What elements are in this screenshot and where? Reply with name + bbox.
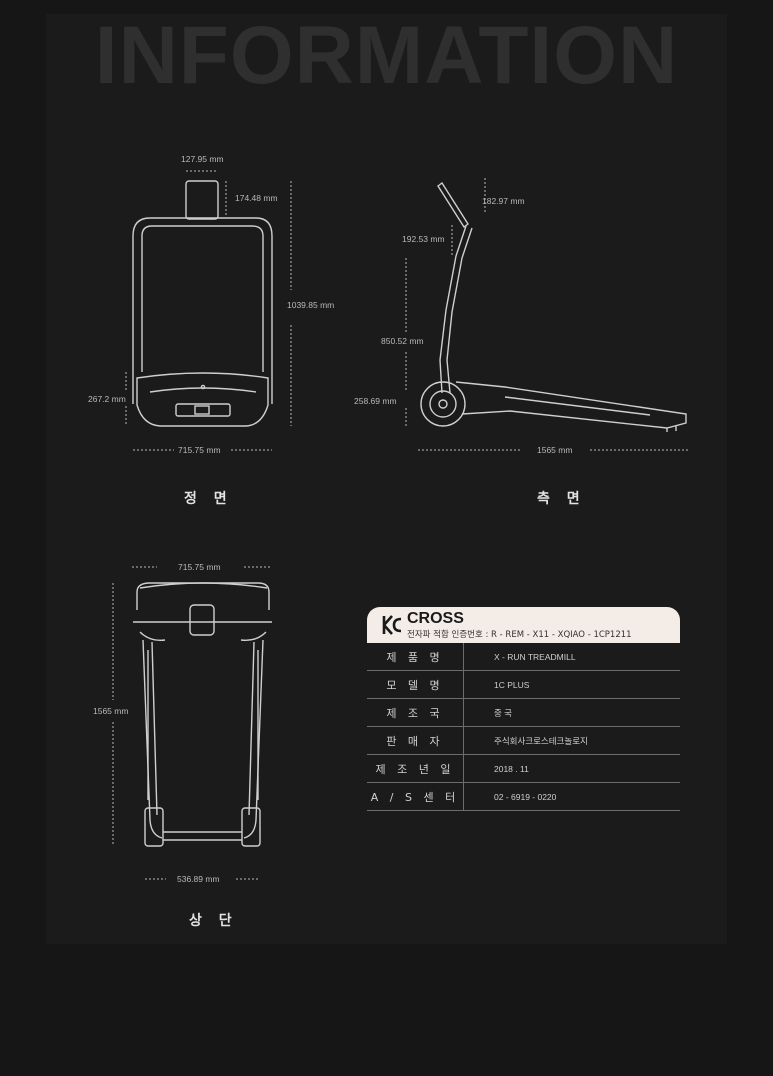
front-base-height-dim: 267.2 mm (88, 394, 126, 404)
brand-name: CROSS (407, 610, 464, 627)
side-column-height-dim: 850.52 mm (381, 336, 424, 346)
spec-header: CROSS 전자파 적합 인증번호 : R - REM - X11 - XQIA… (367, 607, 680, 643)
top-length-dim: 1565 mm (93, 706, 129, 716)
spec-key: 제 조 년 일 (367, 754, 464, 783)
top-width-top-dim: 715.75 mm (178, 562, 221, 572)
spec-card: CROSS 전자파 적합 인증번호 : R - REM - X11 - XQIA… (367, 607, 680, 811)
side-handle-top-dim: 182.97 mm (482, 196, 525, 206)
top-view-label: 상 단 (189, 913, 238, 929)
spec-key: 제 품 명 (367, 643, 464, 671)
side-length-dim: 1565 mm (537, 445, 573, 455)
cert-number: 전자파 적합 인증번호 : R - REM - X11 - XQIAO - 1C… (407, 630, 632, 640)
spec-value: 주식회사크로스테크놀로지 (463, 726, 680, 755)
spec-value: 02 - 6919 - 0220 (463, 782, 680, 811)
side-view-drawing (420, 181, 687, 432)
kc-mark-icon (382, 615, 402, 635)
front-top-width-dim: 127.95 mm (181, 154, 224, 164)
spec-value: 1C PLUS (463, 670, 680, 699)
spec-value: X - RUN TREADMILL (463, 643, 680, 671)
spec-value: 2018 . 11 (463, 754, 680, 783)
spec-key: 제 조 국 (367, 698, 464, 727)
spec-key: 판 매 자 (367, 726, 464, 755)
spec-key: A / S 센 터 (367, 782, 464, 811)
top-view-drawing (133, 582, 272, 847)
dimension-guides (112, 170, 688, 880)
side-view-label: 측 면 (537, 491, 586, 507)
side-base-height-dim: 258.69 mm (354, 396, 397, 406)
front-width-dim: 715.75 mm (178, 445, 221, 455)
front-view-label: 정 면 (184, 491, 233, 507)
front-view-drawing (132, 180, 273, 427)
front-handle-height-dim: 174.48 mm (235, 193, 278, 203)
side-handle-mid-dim: 192.53 mm (402, 234, 445, 244)
front-total-height-dim: 1039.85 mm (287, 300, 335, 310)
page-title: INFORMATION (94, 10, 679, 101)
spec-key: 모 델 명 (367, 670, 464, 699)
top-width-bottom-dim: 536.89 mm (177, 874, 220, 884)
spec-value: 중 국 (463, 698, 680, 727)
